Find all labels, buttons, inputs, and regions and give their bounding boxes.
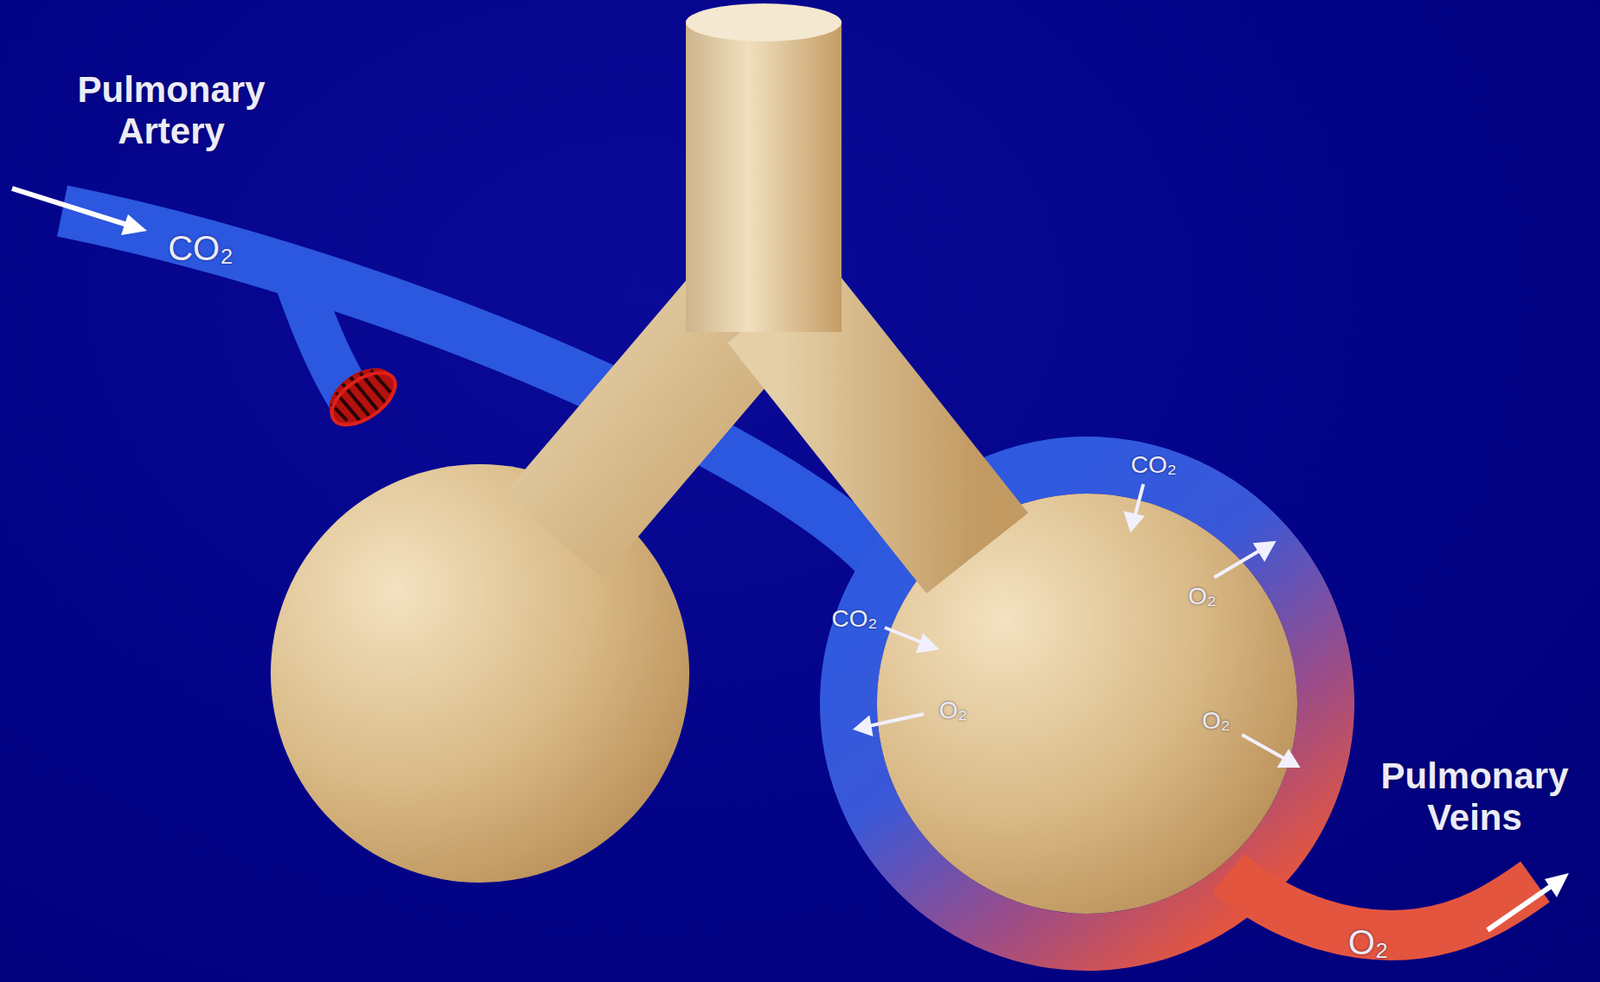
trachea [685, 20, 842, 333]
gas-label: CO₂ [167, 228, 234, 269]
gas-label: O₂ [1348, 922, 1389, 963]
vessel-label: Pulmonary Veins [1362, 755, 1588, 840]
gas-label: O₂ [1202, 707, 1231, 736]
flow-arrow [12, 188, 148, 236]
blood-clot [319, 357, 405, 436]
gas-label: CO₂ [1131, 451, 1178, 480]
gas-label: CO₂ [832, 605, 878, 634]
right-bronchus [778, 302, 978, 554]
exchange-arrows [856, 484, 1298, 767]
left-bronchus [553, 302, 753, 537]
gas-label: O₂ [1188, 582, 1217, 611]
flow-arrow [1487, 873, 1569, 931]
trachea-top [685, 3, 842, 42]
vessel-label: Pulmonary Artery [50, 69, 293, 154]
gas-label: O₂ [939, 697, 968, 725]
